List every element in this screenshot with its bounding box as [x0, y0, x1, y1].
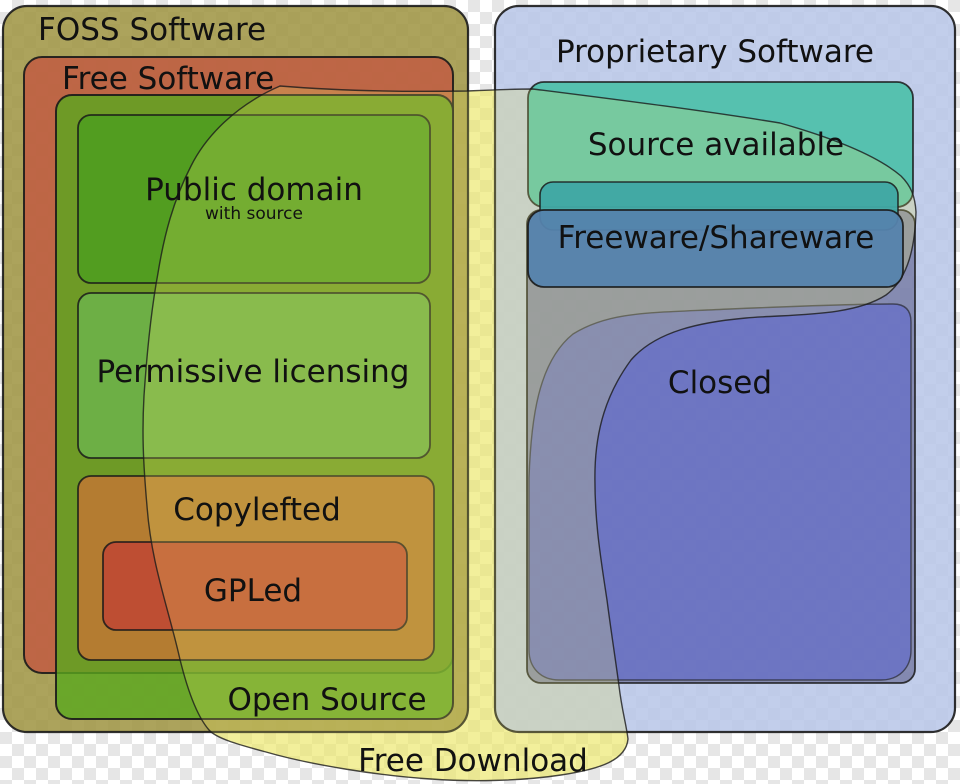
free-download-label: Free Download: [358, 743, 588, 779]
closed-label: Closed: [668, 365, 772, 401]
freeware-shareware-box: [527, 209, 904, 288]
public-domain-label: Public domain: [145, 172, 363, 208]
proprietary-label: Proprietary Software: [556, 34, 874, 70]
source-available-label: Source available: [588, 127, 844, 163]
gpled-box: [102, 541, 408, 631]
copylefted-label: Copylefted: [173, 492, 341, 528]
public-domain-sublabel: with source: [205, 204, 303, 224]
permissive-box: [77, 292, 431, 459]
public-domain-box: [77, 114, 431, 284]
free-software-label: Free Software: [62, 61, 274, 97]
gpled-label: GPLed: [204, 573, 302, 609]
open-source-label: Open Source: [227, 682, 426, 718]
foss-label: FOSS Software: [38, 12, 266, 48]
freeware-shareware-label: Freeware/Shareware: [558, 220, 875, 256]
closed-blob: [528, 303, 912, 681]
permissive-label: Permissive licensing: [97, 354, 410, 390]
